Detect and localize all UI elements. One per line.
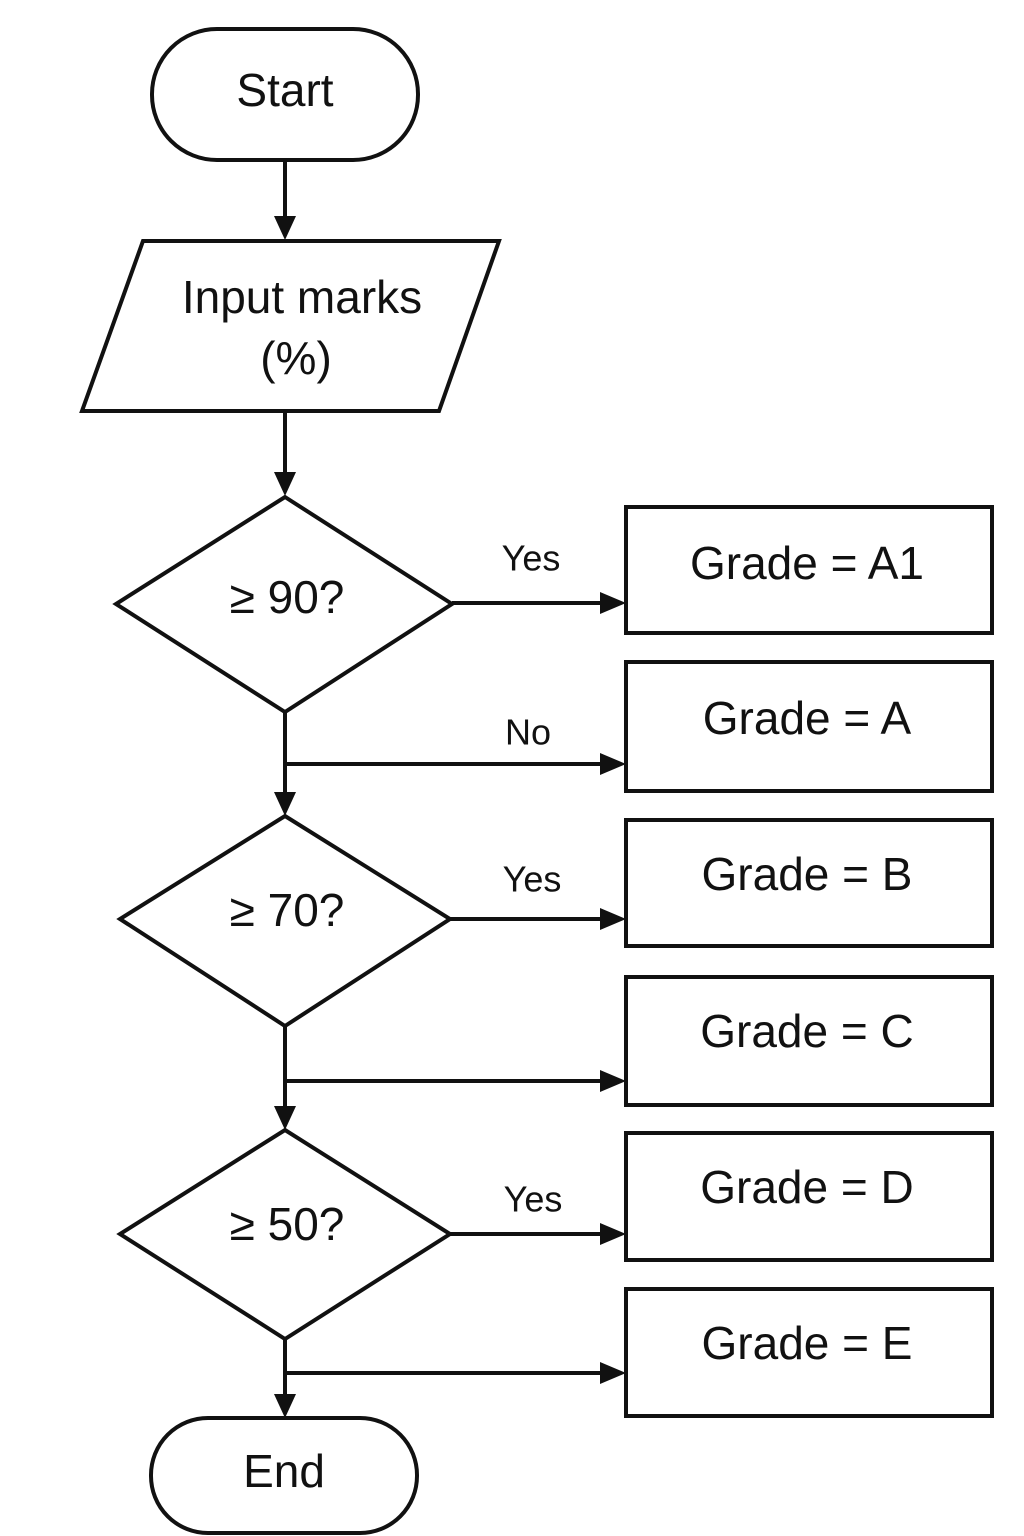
grade-a-label: Grade = A (703, 692, 912, 744)
end-label: End (243, 1445, 325, 1497)
arrowhead-decision-50-to-end (274, 1394, 296, 1418)
arrowhead-decision-50-no (600, 1362, 626, 1384)
decision-90-diamond (112, 494, 456, 715)
arrowhead-decision-70-down (274, 1106, 296, 1130)
grade-a1-box (624, 505, 994, 635)
arrowhead-start-to-input (274, 216, 296, 240)
grade-b-box (624, 818, 994, 948)
grade-e-box (624, 1287, 994, 1418)
arrowhead-decision-70-yes (600, 908, 626, 930)
edge-label-decision-90-no: No (505, 712, 551, 753)
decision-70-diamond (116, 813, 454, 1029)
input-parallelogram (79, 239, 502, 413)
input-label-line1: Input marks (182, 271, 422, 323)
arrowhead-input-to-decision-90 (274, 472, 296, 496)
arrowhead-decision-90-down (274, 792, 296, 816)
grade-a1-label: Grade = A1 (690, 537, 924, 589)
decision-50-label: ≥ 50? (230, 1198, 345, 1250)
start-terminator (150, 27, 420, 162)
start-label: Start (236, 64, 333, 116)
grade-b-label: Grade = B (702, 848, 913, 900)
edge-label-decision-70-yes: Yes (503, 859, 562, 900)
arrowhead-decision-70-no (600, 1070, 626, 1092)
arrowhead-decision-90-no (600, 753, 626, 775)
input-label-line2: (%) (260, 332, 332, 384)
grade-a-box (624, 660, 994, 793)
edge-label-decision-90-yes: Yes (502, 538, 561, 579)
decision-70-label: ≥ 70? (230, 884, 345, 936)
decision-90-label: ≥ 90? (230, 571, 345, 623)
grade-c-box (624, 975, 994, 1107)
end-terminator (149, 1416, 419, 1535)
grade-c-label: Grade = C (700, 1005, 914, 1057)
decision-50-diamond (116, 1127, 454, 1342)
grade-e-label: Grade = E (702, 1317, 913, 1369)
grade-d-label: Grade = D (700, 1161, 914, 1213)
arrowhead-decision-90-yes (600, 592, 626, 614)
arrowhead-decision-50-yes (600, 1223, 626, 1245)
edge-label-decision-50-yes: Yes (504, 1179, 563, 1220)
grade-d-box (624, 1131, 994, 1262)
